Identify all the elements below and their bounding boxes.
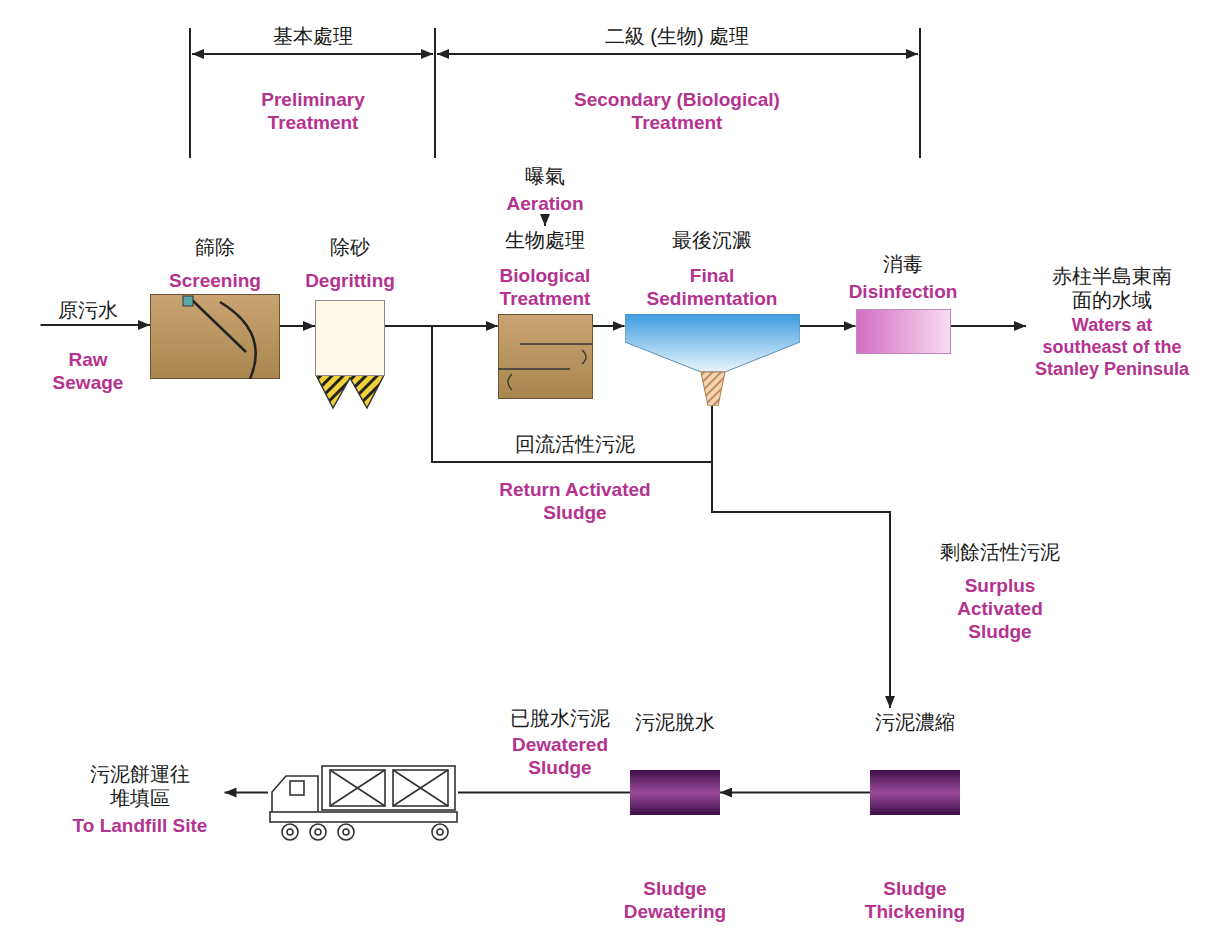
outfall-waters: 赤柱半島東南 面的水域Waters at southeast of the St… — [1026, 262, 1198, 382]
truck — [270, 766, 457, 840]
flow-label: 回流活性污泥 — [475, 432, 675, 456]
sedimentation-tank: 最後沉澱 Final Sedimentation — [623, 226, 802, 408]
sed-shape — [625, 314, 800, 406]
process-shape — [856, 309, 951, 354]
chinese-name: 赤柱半島東南 面的水域 — [1047, 264, 1177, 312]
flow-arrow — [41, 324, 151, 326]
process-shape — [315, 300, 385, 412]
english-name: Sludge Thickening — [860, 877, 970, 923]
none-shape — [41, 324, 136, 326]
english-name: Screening — [150, 269, 280, 292]
english-name: Disinfection — [841, 280, 966, 303]
chinese-name: 污泥脫水 — [620, 710, 730, 734]
chinese-name: 最後沉澱 — [625, 228, 800, 252]
dewatering-unit: 污泥脫水 Sludge Dewatering — [618, 708, 732, 925]
tank-shape — [498, 314, 593, 399]
flow-label: 已脫水污泥 — [500, 706, 620, 730]
landfill-destination: 污泥餅運往 堆填區 To Landfill Site — [56, 760, 225, 839]
stage-heading: 基本處理 — [213, 24, 413, 48]
process-shape — [41, 324, 136, 326]
screen-shape — [150, 294, 280, 379]
source-text: 原污水 Raw Sewage — [39, 296, 138, 396]
flow-arrow — [720, 792, 870, 794]
chinese-name: 消毒 — [848, 252, 958, 276]
process-shape — [625, 314, 800, 406]
flow-arrow — [544, 217, 546, 226]
sludge-shape — [630, 770, 720, 815]
chinese-name: 原污水 — [43, 298, 133, 322]
stage-heading: Secondary (Biological) Treatment — [557, 88, 797, 134]
flow-label: Dewatered Sludge — [505, 733, 615, 779]
disinfection-tank: 消毒 Disinfection — [839, 250, 968, 356]
english-name: Final Sedimentation — [637, 264, 787, 310]
sludge-shape — [870, 770, 960, 815]
grit-shape — [315, 300, 385, 412]
english-name: Degritting — [295, 269, 405, 292]
english-name: Raw Sewage — [43, 348, 133, 394]
flow-label: 剩餘活性污泥 — [925, 540, 1075, 564]
process-shape — [870, 770, 960, 815]
process-shape — [150, 294, 280, 379]
english-name: Aeration — [490, 192, 600, 215]
chinese-name: 篩除 — [150, 235, 280, 259]
english-name: Waters at southeast of the Stanley Penin… — [1028, 314, 1196, 380]
screening-tank: 篩除 Screening — [148, 233, 282, 381]
english-name: To Landfill Site — [58, 814, 223, 837]
flow-label: Return Activated Sludge — [483, 478, 668, 524]
aeration-input: 曝氣 Aeration — [488, 162, 602, 217]
biological-tank: 生物處理 Biological Treatment — [483, 226, 607, 401]
flow-arrow — [280, 325, 315, 327]
flow-arrow — [800, 325, 856, 327]
process-shape — [630, 770, 720, 815]
english-name: Sludge Dewatering — [620, 877, 730, 923]
english-name: Biological Treatment — [485, 264, 605, 310]
thickening-unit: 污泥濃縮 Sludge Thickening — [858, 708, 972, 925]
flow-arrow — [712, 406, 890, 708]
process-shape — [498, 314, 593, 399]
stage-bracket — [190, 28, 920, 158]
flow-label: Surplus Activated Sludge — [950, 574, 1050, 643]
chinese-name: 污泥濃縮 — [860, 710, 970, 734]
chinese-name: 除砂 — [295, 235, 405, 259]
dis-shape — [856, 309, 951, 354]
chinese-name: 污泥餅運往 堆填區 — [85, 762, 195, 810]
flow-arrow — [593, 325, 625, 327]
stage-heading: Preliminary Treatment — [238, 88, 388, 134]
flow-arrow — [951, 325, 1027, 327]
stage-heading: 二級 (生物) 處理 — [547, 24, 807, 48]
chinese-name: 生物處理 — [485, 228, 605, 252]
degritting-tank: 除砂 Degritting — [293, 233, 407, 414]
chinese-name: 曝氣 — [490, 164, 600, 188]
